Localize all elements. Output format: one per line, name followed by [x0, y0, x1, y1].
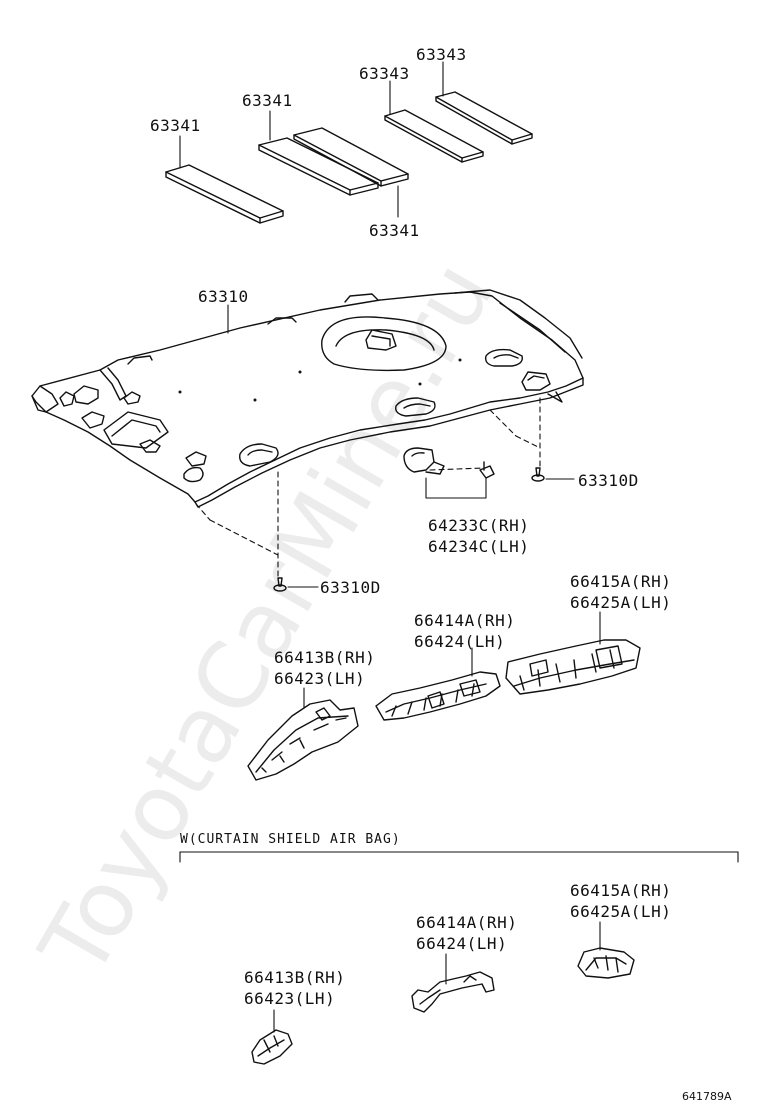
trim-66413B-top	[247, 687, 359, 781]
callout-pad-e: 63341	[369, 221, 420, 240]
callout-bot-front-rh: 66413B(RH)	[244, 968, 346, 987]
trim-66414A-bottom	[411, 953, 495, 1013]
section-bracket	[179, 851, 739, 863]
callout-headlining: 63310	[198, 287, 249, 306]
callout-bot-front-lh: 66423(LH)	[244, 989, 336, 1008]
callout-visor-holder-lh: 64234C(LH)	[428, 537, 530, 556]
callout-bot-mid-rh: 66414A(RH)	[416, 913, 518, 932]
section-title: W(CURTAIN SHIELD AIR BAG)	[180, 832, 401, 847]
trim-66415A-top	[505, 611, 641, 695]
callout-top-mid-lh: 66424(LH)	[414, 632, 506, 651]
pad-63341-center	[258, 137, 379, 196]
callout-bot-rear-lh: 66425A(LH)	[570, 902, 672, 921]
callout-bot-mid-lh: 66424(LH)	[416, 934, 508, 953]
figure-reference: 641789A	[682, 1090, 732, 1103]
callout-pad-c: 63343	[359, 64, 410, 83]
callout-visor-holder-rh: 64233C(RH)	[428, 516, 530, 535]
pad-63341-right	[293, 127, 409, 187]
callout-top-rear-lh: 66425A(LH)	[570, 593, 672, 612]
trim-66413B-bottom	[251, 1009, 293, 1065]
callout-pad-b: 63341	[242, 91, 293, 110]
callout-pad-a: 63341	[150, 116, 201, 135]
pad-leaders	[179, 61, 444, 218]
pad-63341-left	[165, 164, 284, 224]
headlining-63310	[31, 289, 584, 508]
callout-clip-left: 63310D	[320, 578, 381, 597]
trim-66415A-bottom	[577, 921, 635, 979]
callout-top-rear-rh: 66415A(RH)	[570, 572, 672, 591]
clip-dashes	[195, 397, 541, 579]
clip-63310D-left	[273, 577, 319, 592]
pad-63343-upper	[435, 91, 533, 145]
callout-top-front-lh: 66423(LH)	[274, 669, 366, 688]
clip-63310D-right	[531, 467, 575, 482]
visor-holder-64233C	[403, 447, 495, 499]
callout-top-front-rh: 66413B(RH)	[274, 648, 376, 667]
callout-pad-d: 63343	[416, 45, 467, 64]
callout-top-mid-rh: 66414A(RH)	[414, 611, 516, 630]
callout-bot-rear-rh: 66415A(RH)	[570, 881, 672, 900]
trim-66414A-top	[375, 647, 501, 721]
pad-63343-lower	[384, 109, 484, 163]
callout-clip-right: 63310D	[578, 471, 639, 490]
